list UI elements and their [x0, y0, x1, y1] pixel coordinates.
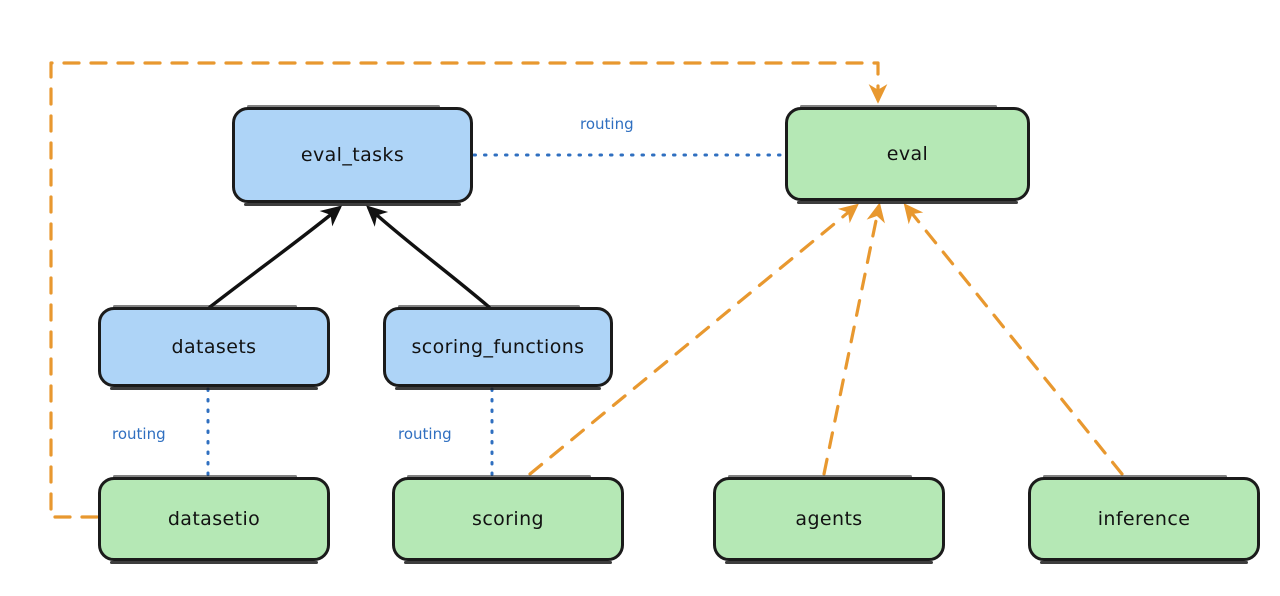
edge-scoring-to-eval	[528, 203, 859, 476]
node-eval-tasks[interactable]: eval_tasks	[232, 105, 473, 206]
node-label: agents	[795, 508, 863, 530]
edge-label-routing-datasetio: routing	[112, 425, 166, 443]
node-scoring-functions[interactable]: scoring_functions	[383, 305, 613, 390]
node-label: eval_tasks	[300, 144, 405, 166]
edge-datasets-to-eval_tasks	[208, 205, 343, 309]
node-label: datasets	[171, 336, 257, 358]
edge-scoring-functions-to-eval_tasks	[366, 205, 491, 309]
node-inference[interactable]: inference	[1028, 475, 1260, 564]
node-label: inference	[1097, 508, 1191, 530]
node-datasets[interactable]: datasets	[98, 305, 330, 390]
node-label: scoring_functions	[411, 336, 585, 358]
edge-inference-to-eval	[903, 203, 1124, 476]
node-label: datasetio	[167, 508, 261, 530]
node-scoring[interactable]: scoring	[392, 475, 624, 564]
edge-agents-to-eval	[822, 202, 885, 476]
node-datasetio[interactable]: datasetio	[98, 475, 330, 564]
edge-datasetio-to-eval	[49, 61, 888, 519]
node-eval[interactable]: eval	[785, 105, 1030, 204]
node-agents[interactable]: agents	[713, 475, 945, 564]
edge-label-routing-eval: routing	[580, 115, 634, 133]
node-label: eval	[886, 143, 929, 165]
node-label: scoring	[472, 508, 544, 530]
edge-label-routing-scoring: routing	[398, 425, 452, 443]
